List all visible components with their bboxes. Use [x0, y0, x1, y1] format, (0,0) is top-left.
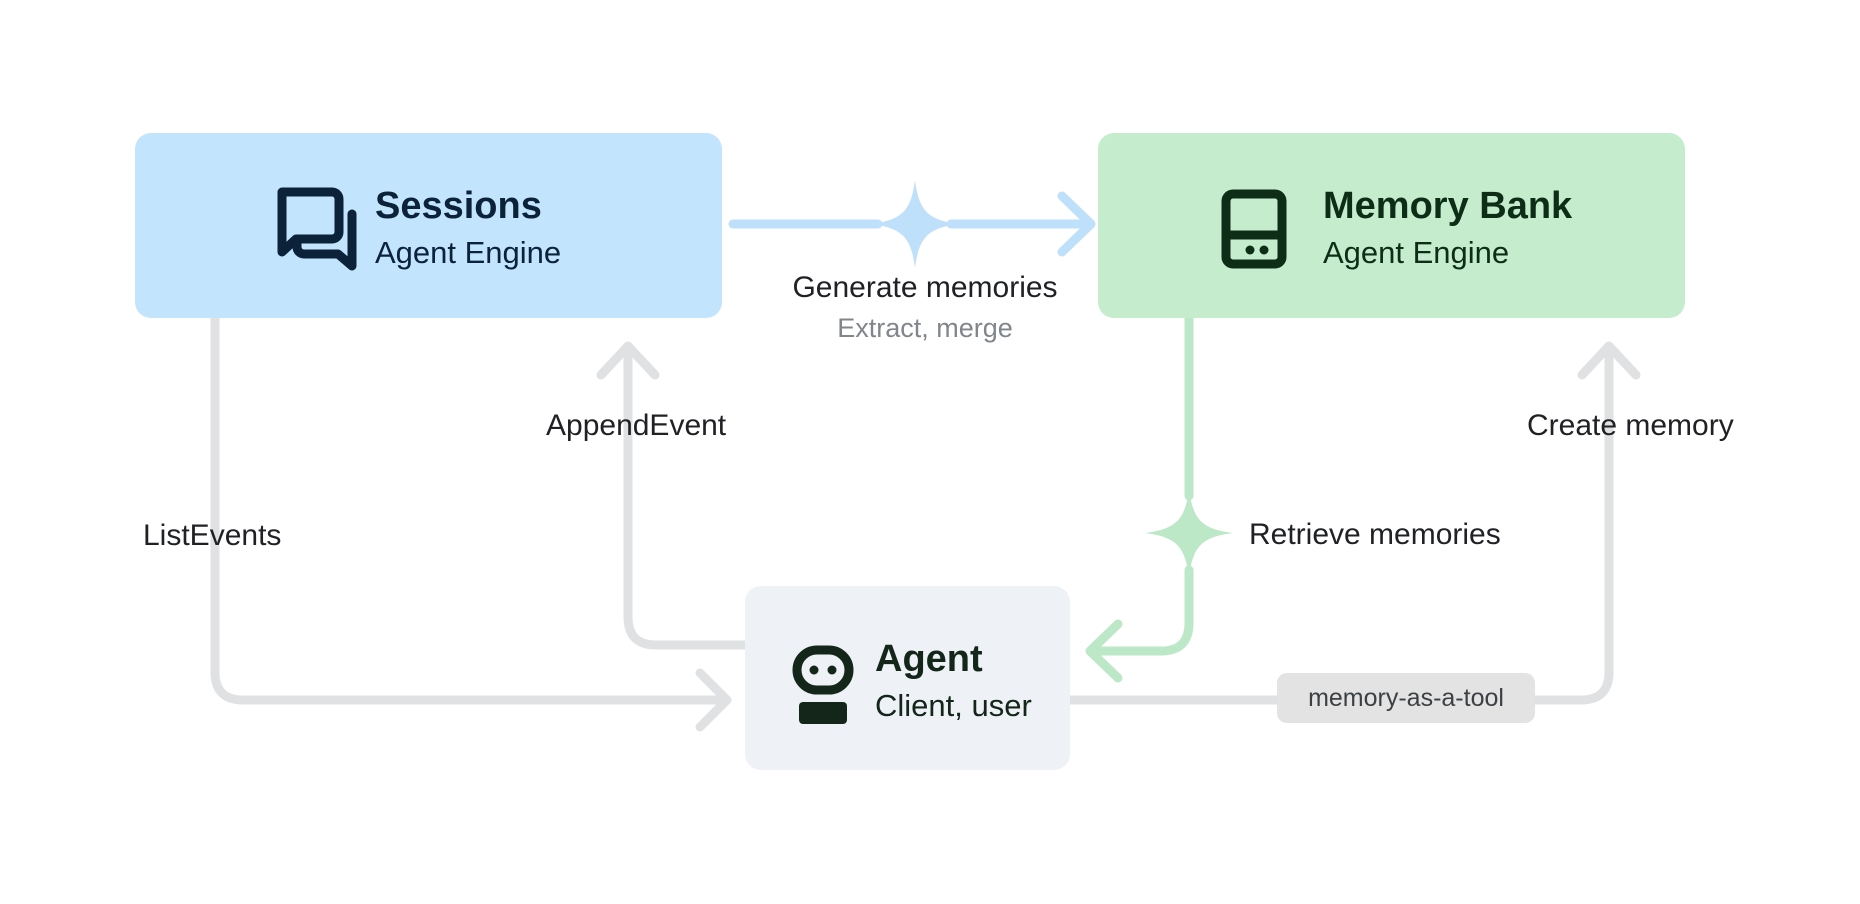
node-memory-bank-subtitle: Agent Engine — [1323, 235, 1509, 270]
edge-sublabel-generate-memories: Extract, merge — [837, 313, 1013, 343]
edge-generate-memories-arrowhead — [1057, 191, 1096, 257]
retrieve-memories-sparkle-icon — [1145, 489, 1233, 577]
node-sessions-title: Sessions — [375, 185, 542, 227]
badge-memory-as-a-tool-background — [1277, 673, 1535, 723]
node-memory-bank-title: Memory Bank — [1323, 185, 1573, 227]
edge-append-event-path — [623, 343, 750, 650]
badge-memory-as-a-tool: memory-as-a-tool — [1277, 673, 1535, 723]
edge-append-event-arrowhead — [596, 341, 660, 380]
edge-retrieve-memories-arrowhead — [1085, 619, 1123, 683]
edge-label-generate-memories: Generate memories — [792, 271, 1057, 304]
edge-label-retrieve-memories: Retrieve memories — [1249, 518, 1501, 551]
edge-generate-memories — [728, 180, 1096, 268]
node-agent-subtitle: Client, user — [875, 688, 1032, 723]
edge-append-event — [596, 341, 750, 650]
edge-retrieve-memories-path-lower — [1087, 565, 1194, 656]
node-memory-bank[interactable]: Memory Bank Agent Engine — [1098, 133, 1685, 318]
forum-icon — [277, 187, 357, 271]
edge-list-events-path — [210, 313, 730, 705]
node-agent[interactable]: Agent Client, user — [745, 586, 1070, 770]
edge-list-events-arrowhead — [695, 668, 732, 732]
generate-memories-sparkle-icon — [871, 180, 959, 268]
edge-label-list-events: ListEvents — [143, 519, 281, 552]
node-sessions-subtitle: Agent Engine — [375, 235, 561, 270]
node-sessions-background — [135, 133, 722, 318]
robot-icon — [792, 645, 854, 724]
edge-list-events — [210, 313, 732, 732]
edge-retrieve-memories — [1085, 313, 1233, 683]
node-agent-title: Agent — [875, 638, 983, 680]
node-sessions[interactable]: Sessions Agent Engine — [135, 133, 722, 318]
edge-label-create-memory: Create memory — [1527, 409, 1734, 442]
node-memory-bank-background — [1098, 133, 1685, 318]
badge-memory-as-a-tool-label: memory-as-a-tool — [1308, 684, 1504, 712]
edge-create-memory-path — [1065, 343, 1614, 705]
edge-create-memory — [1065, 341, 1641, 705]
edge-create-memory-arrowhead — [1577, 341, 1641, 380]
database-icon — [1221, 189, 1287, 269]
edge-label-append-event: AppendEvent — [546, 409, 727, 442]
